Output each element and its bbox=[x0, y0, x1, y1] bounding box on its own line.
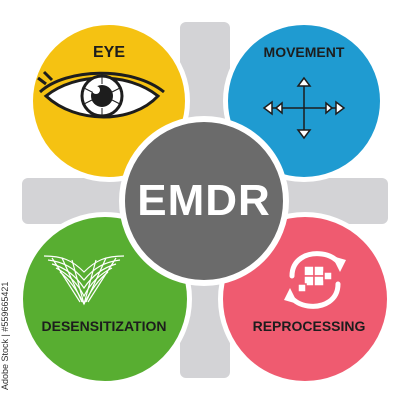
movement-label: MOVEMENT bbox=[263, 44, 345, 60]
center-title: EMDR bbox=[137, 176, 271, 225]
reprocessing-circle bbox=[218, 212, 392, 386]
reprocessing-label: REPROCESSING bbox=[252, 318, 366, 334]
emdr-center-circle: EMDR bbox=[119, 116, 289, 286]
cycle-puzzle-icon bbox=[284, 251, 346, 309]
eye-label: EYE bbox=[92, 44, 125, 61]
stock-watermark: Adobe Stock | #559665421 bbox=[0, 281, 10, 390]
eye-icon bbox=[37, 70, 165, 119]
mesh-wave-icon bbox=[43, 255, 125, 306]
desensitization-label: DESENSITIZATION bbox=[41, 318, 167, 334]
arrows-cross-icon bbox=[262, 76, 346, 140]
